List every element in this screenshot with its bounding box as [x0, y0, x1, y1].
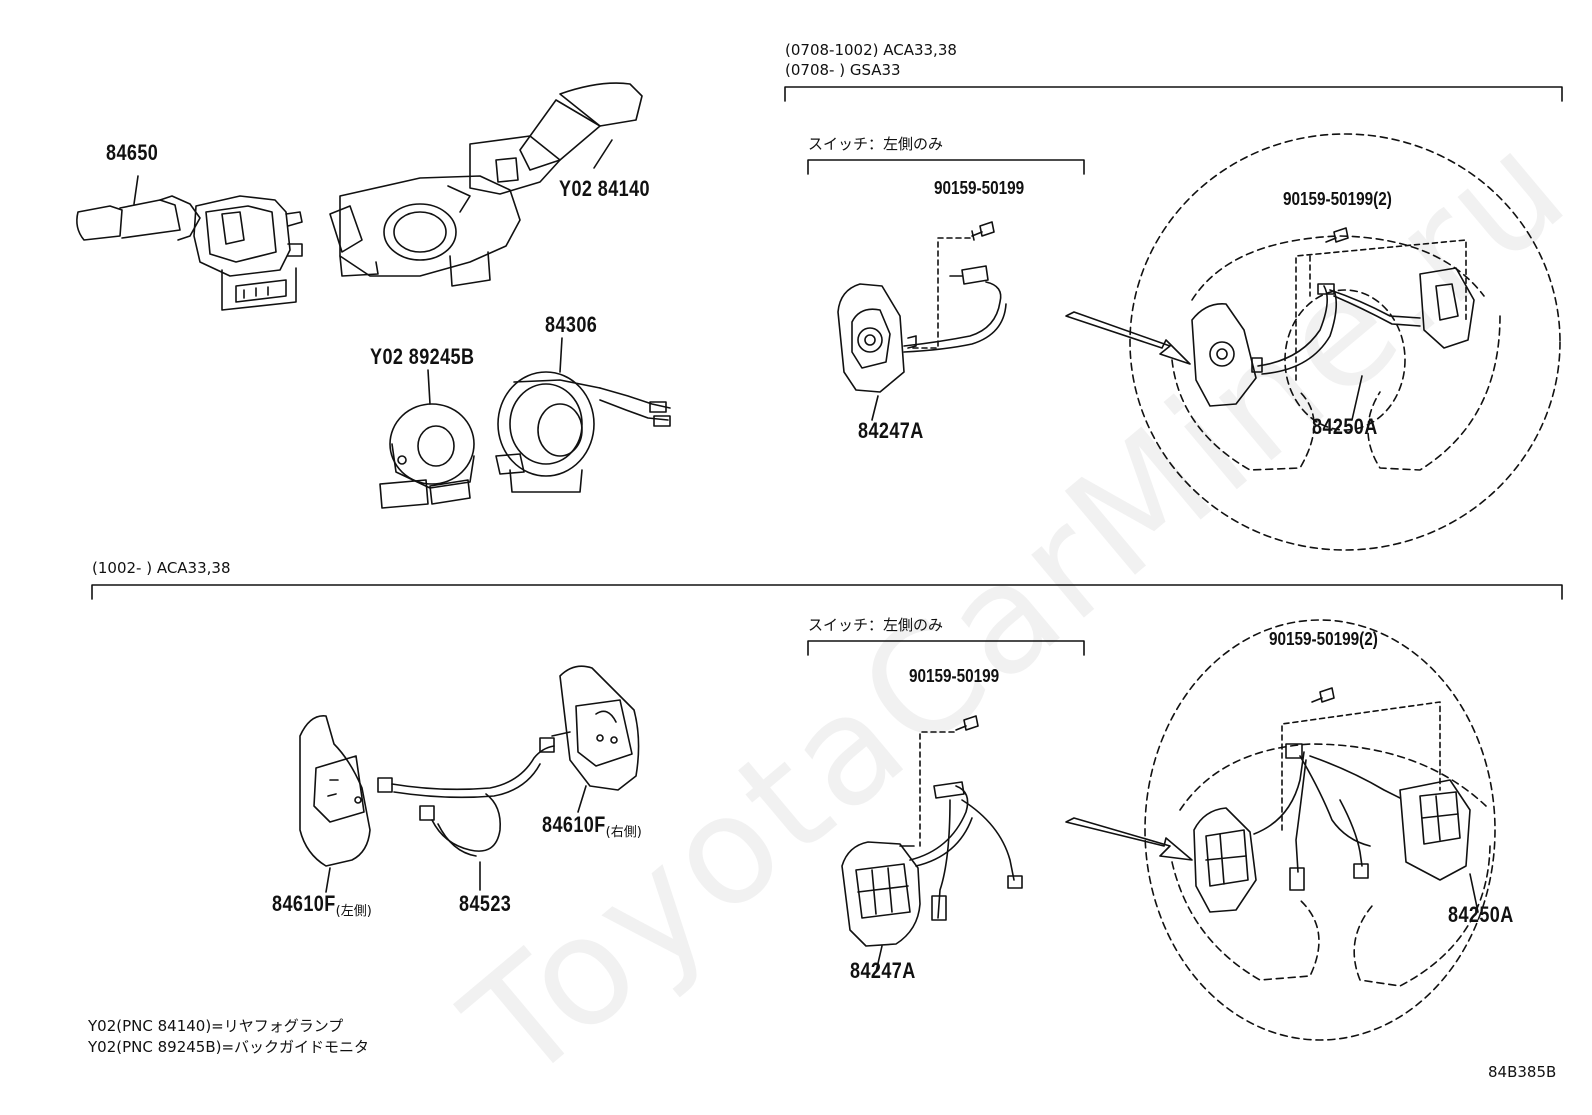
bottom-applicability: (1002- ) ACA33,38: [92, 559, 231, 577]
wire-harness-84523-drawing: [377, 737, 555, 891]
part-number-84610f-left: 84610F: [272, 891, 336, 916]
steering-sensor-89245b-drawing: [379, 369, 475, 509]
spiral-cable-84306-drawing: [495, 337, 671, 493]
part-label-84523[interactable]: 84523: [459, 891, 512, 916]
switch-84247a-bottom-drawing: [841, 715, 1023, 973]
part-label-84247a-top[interactable]: 84247A: [858, 418, 924, 443]
part-label-84610f-left[interactable]: 84610F(左側): [272, 891, 386, 919]
part-label-screw-bottom-left[interactable]: 90159-50199: [909, 666, 1000, 686]
part-label-screw-top-left[interactable]: 90159-50199: [934, 178, 1025, 198]
steering-wheel-bottom-drawing: [1065, 619, 1496, 1041]
paddle-switch-left-drawing: [299, 715, 371, 893]
top-right-applicability-line1: (0708-1002) ACA33,38: [785, 41, 957, 59]
combination-switch-84140-drawing: [329, 82, 643, 287]
switch-note-bottom: スイッチ：左側のみ: [808, 616, 944, 634]
part-label-84650[interactable]: 84650: [106, 140, 159, 165]
part-number-84610f-right: 84610F: [542, 812, 606, 837]
part-label-84250a-bottom[interactable]: 84250A: [1448, 902, 1514, 927]
part-label-84250a-top[interactable]: 84250A: [1312, 414, 1378, 439]
paddle-switch-right-drawing: [551, 665, 640, 813]
footnote-line1: Y02(PNC 84140)=リヤフォグランプ: [88, 1017, 344, 1035]
part-label-84306[interactable]: 84306: [545, 312, 598, 337]
part-label-screw-top-right[interactable]: 90159-50199(2): [1283, 189, 1392, 209]
steering-wheel-top-drawing: [1065, 133, 1561, 551]
switch-84247a-top-drawing: [837, 221, 1007, 421]
switch-note-bottom-bracket: [807, 640, 1085, 656]
switch-note-top-bracket: [807, 159, 1085, 175]
top-right-applicability-line2: (0708- ) GSA33: [785, 61, 901, 79]
combination-switch-84650-drawing: [76, 175, 303, 311]
part-label-89245b[interactable]: Y02 89245B: [370, 344, 475, 369]
top-right-bracket: [784, 86, 1563, 102]
part-side-right: (右側): [605, 825, 642, 840]
part-label-screw-bottom-right[interactable]: 90159-50199(2): [1269, 629, 1378, 649]
diagram-id: 84B385B: [1488, 1063, 1557, 1081]
part-label-84610f-right[interactable]: 84610F(右側): [542, 812, 656, 840]
part-label-84247a-bottom[interactable]: 84247A: [850, 958, 916, 983]
part-label-84140[interactable]: Y02 84140: [559, 176, 650, 201]
bottom-bracket: [91, 584, 1563, 600]
part-side-left: (左側): [335, 904, 372, 919]
switch-note-top: スイッチ：左側のみ: [808, 135, 944, 153]
footnote-line2: Y02(PNC 89245B)=バックガイドモニタ: [88, 1038, 370, 1056]
